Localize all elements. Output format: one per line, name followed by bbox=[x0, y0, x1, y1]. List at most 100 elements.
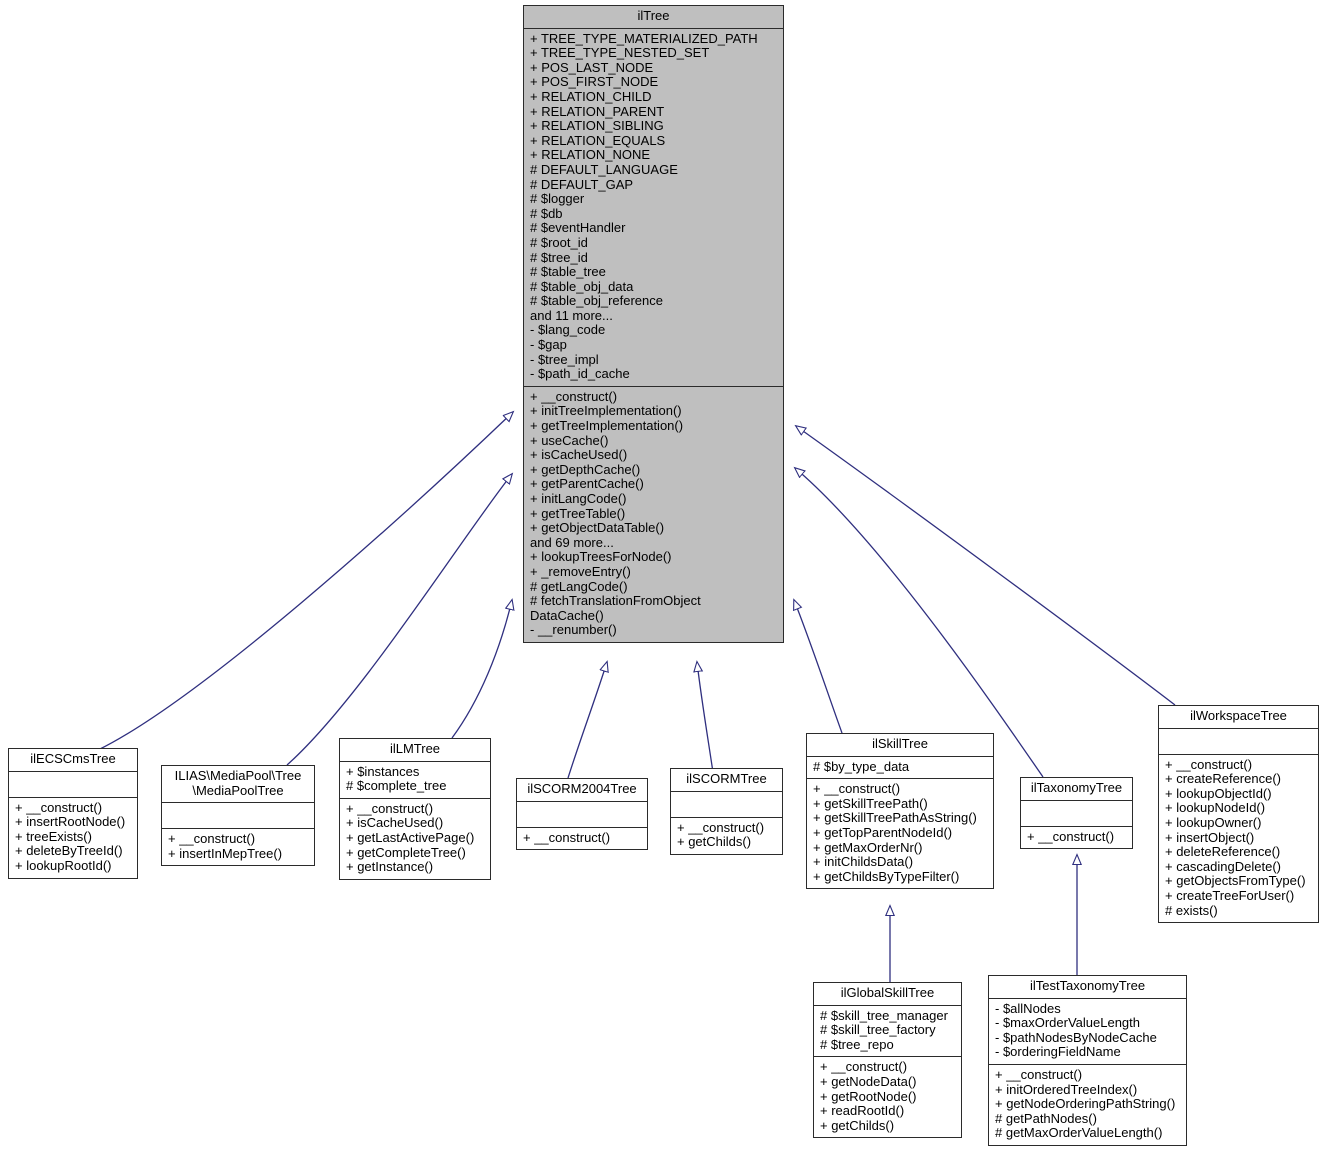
class-member: # $skill_tree_manager bbox=[820, 1007, 948, 1023]
class-member: # $table_tree bbox=[530, 264, 606, 280]
class-box-ilskilltree[interactable]: ilSkillTree # $by_type_data + __construc… bbox=[806, 733, 994, 890]
class-member: + _removeEntry() bbox=[530, 563, 631, 579]
class-member: + treeExists() bbox=[15, 828, 92, 844]
class-member: + __construct() bbox=[523, 829, 611, 845]
class-box-iltesttaxonomytree[interactable]: ilTestTaxonomyTree - $allNodes- $maxOrde… bbox=[988, 975, 1187, 1146]
class-box-ilscormtree[interactable]: ilSCORMTree + __construct()+ getChilds() bbox=[670, 768, 783, 855]
edge-ilworkspacetree-iltree bbox=[796, 426, 1176, 706]
class-attributes-iltree: + TREE_TYPE_MATERIALIZED_PATH+ TREE_TYPE… bbox=[524, 29, 783, 387]
class-box-ilscorm2004tree[interactable]: ilSCORM2004Tree + __construct() bbox=[516, 778, 648, 851]
class-member: + lookupRootId() bbox=[15, 857, 112, 873]
class-member: + RELATION_EQUALS bbox=[530, 132, 666, 148]
class-box-ilworkspacetree[interactable]: ilWorkspaceTree + __construct()+ createR… bbox=[1158, 705, 1319, 924]
class-attributes-ilskilltree: # $by_type_data bbox=[807, 757, 993, 780]
class-member: + $instances bbox=[346, 763, 420, 779]
class-member: - $allNodes bbox=[995, 1000, 1061, 1016]
class-title-illmtree: ilLMTree bbox=[340, 739, 490, 762]
class-member: # $logger bbox=[530, 191, 585, 207]
class-member: - $tree_impl bbox=[530, 351, 599, 367]
class-member: + getChildsByTypeFilter() bbox=[813, 868, 960, 884]
class-member: + __construct() bbox=[530, 388, 618, 404]
class-title-ilecscmstree: ilECSCmsTree bbox=[9, 749, 137, 772]
class-attributes-iltaxonomytree bbox=[1021, 801, 1132, 827]
class-title-ilskilltree: ilSkillTree bbox=[807, 734, 993, 757]
class-member: + getTopParentNodeId() bbox=[813, 824, 953, 840]
class-member: # $tree_repo bbox=[820, 1036, 894, 1052]
class-member: # $root_id bbox=[530, 234, 588, 250]
class-operations-ilecscmstree: + __construct()+ insertRootNode()+ treeE… bbox=[9, 798, 137, 878]
class-box-iltaxonomytree[interactable]: ilTaxonomyTree + __construct() bbox=[1020, 777, 1133, 850]
class-member: - $maxOrderValueLength bbox=[995, 1015, 1141, 1031]
class-member: + insertRootNode() bbox=[15, 814, 126, 830]
class-member: + RELATION_PARENT bbox=[530, 103, 665, 119]
class-member: - __renumber() bbox=[530, 622, 617, 638]
class-member: + getSkillTreePathAsString() bbox=[813, 810, 977, 826]
class-member: + __construct() bbox=[677, 819, 765, 835]
class-member: + getRootNode() bbox=[820, 1088, 917, 1104]
class-operations-iltesttaxonomytree: + __construct()+ initOrderedTreeIndex()+… bbox=[989, 1065, 1186, 1145]
class-title-ilscorm2004tree: ilSCORM2004Tree bbox=[517, 779, 647, 802]
class-member: + getTreeImplementation() bbox=[530, 418, 684, 434]
class-member: + getNodeData() bbox=[820, 1073, 917, 1089]
class-member: and 69 more... bbox=[530, 534, 614, 550]
class-member: + RELATION_CHILD bbox=[530, 88, 652, 104]
class-member: - $path_id_cache bbox=[530, 366, 630, 382]
class-member: # $complete_tree bbox=[346, 778, 447, 794]
class-attributes-illmtree: + $instances# $complete_tree bbox=[340, 762, 490, 799]
class-operations-ilscorm2004tree: + __construct() bbox=[517, 828, 647, 850]
class-title-iltesttaxonomytree: ilTestTaxonomyTree bbox=[989, 976, 1186, 999]
class-operations-iltaxonomytree: + __construct() bbox=[1021, 827, 1132, 849]
class-member: + POS_FIRST_NODE bbox=[530, 74, 659, 90]
class-attributes-ilscorm2004tree bbox=[517, 802, 647, 828]
class-member: + readRootId() bbox=[820, 1103, 905, 1119]
class-member: - $lang_code bbox=[530, 322, 606, 338]
class-member: # DEFAULT_GAP bbox=[530, 176, 634, 192]
class-title-iltree: ilTree bbox=[524, 6, 783, 29]
class-member: + lookupNodeId() bbox=[1165, 800, 1266, 816]
class-member: # DEFAULT_LANGUAGE bbox=[530, 161, 678, 177]
class-member: + getLastActivePage() bbox=[346, 829, 475, 845]
class-member: + RELATION_SIBLING bbox=[530, 118, 664, 134]
class-member: + lookupObjectId() bbox=[1165, 785, 1272, 801]
class-attributes-iltesttaxonomytree: - $allNodes- $maxOrderValueLength- $path… bbox=[989, 999, 1186, 1065]
class-title-ilworkspacetree: ilWorkspaceTree bbox=[1159, 706, 1318, 729]
class-member: + __construct() bbox=[813, 781, 901, 797]
class-member: # getMaxOrderValueLength() bbox=[995, 1125, 1163, 1141]
class-member: + TREE_TYPE_NESTED_SET bbox=[530, 45, 710, 61]
class-member: + RELATION_NONE bbox=[530, 147, 651, 163]
class-member: + isCacheUsed() bbox=[530, 447, 628, 463]
class-member: + getObjectsFromType() bbox=[1165, 873, 1306, 889]
class-operations-ilglobalskilltree: + __construct()+ getNodeData()+ getRootN… bbox=[814, 1057, 961, 1137]
class-title-ilglobalskilltree: ilGlobalSkillTree bbox=[814, 983, 961, 1006]
edge-illmtree-iltree bbox=[451, 600, 512, 739]
class-member: + __construct() bbox=[820, 1059, 908, 1075]
class-member: # $by_type_data bbox=[813, 758, 910, 774]
class-member: + deleteByTreeId() bbox=[15, 843, 123, 859]
class-member: and 11 more... bbox=[530, 307, 613, 323]
class-member: + getSkillTreePath() bbox=[813, 795, 928, 811]
class-member: + lookupOwner() bbox=[1165, 814, 1262, 830]
class-member: + initChildsData() bbox=[813, 854, 914, 870]
class-member: + getCompleteTree() bbox=[346, 844, 466, 860]
class-attributes-ilscormtree bbox=[671, 792, 782, 818]
class-member: + __construct() bbox=[995, 1066, 1083, 1082]
class-box-ilglobalskilltree[interactable]: ilGlobalSkillTree # $skill_tree_manager #… bbox=[813, 982, 962, 1139]
class-box-iltree[interactable]: ilTree + TREE_TYPE_MATERIALIZED_PATH+ TR… bbox=[523, 5, 784, 643]
class-member: + cascadingDelete() bbox=[1165, 858, 1281, 874]
class-member: + POS_LAST_NODE bbox=[530, 59, 654, 75]
class-member: + getChilds() bbox=[820, 1117, 895, 1133]
class-box-illmtree[interactable]: ilLMTree + $instances# $complete_tree + … bbox=[339, 738, 491, 880]
class-member: + getInstance() bbox=[346, 859, 434, 875]
class-member: + getMaxOrderNr() bbox=[813, 839, 923, 855]
class-member: + __construct() bbox=[1027, 828, 1115, 844]
class-member: + getDepthCache() bbox=[530, 461, 641, 477]
class-box-ilecscmstree[interactable]: ilECSCmsTree + __construct()+ insertRoot… bbox=[8, 748, 138, 879]
class-box-mediapooltree[interactable]: ILIAS\MediaPool\Tree \MediaPoolTree + __… bbox=[161, 765, 315, 867]
class-member: + isCacheUsed() bbox=[346, 815, 444, 831]
class-title-iltaxonomytree: ilTaxonomyTree bbox=[1021, 778, 1132, 801]
edge-iltaxonomytree-iltree bbox=[795, 468, 1044, 778]
class-member: # exists() bbox=[1165, 902, 1218, 918]
class-operations-iltree: + __construct()+ initTreeImplementation(… bbox=[524, 387, 783, 642]
class-operations-ilskilltree: + __construct()+ getSkillTreePath()+ get… bbox=[807, 779, 993, 888]
